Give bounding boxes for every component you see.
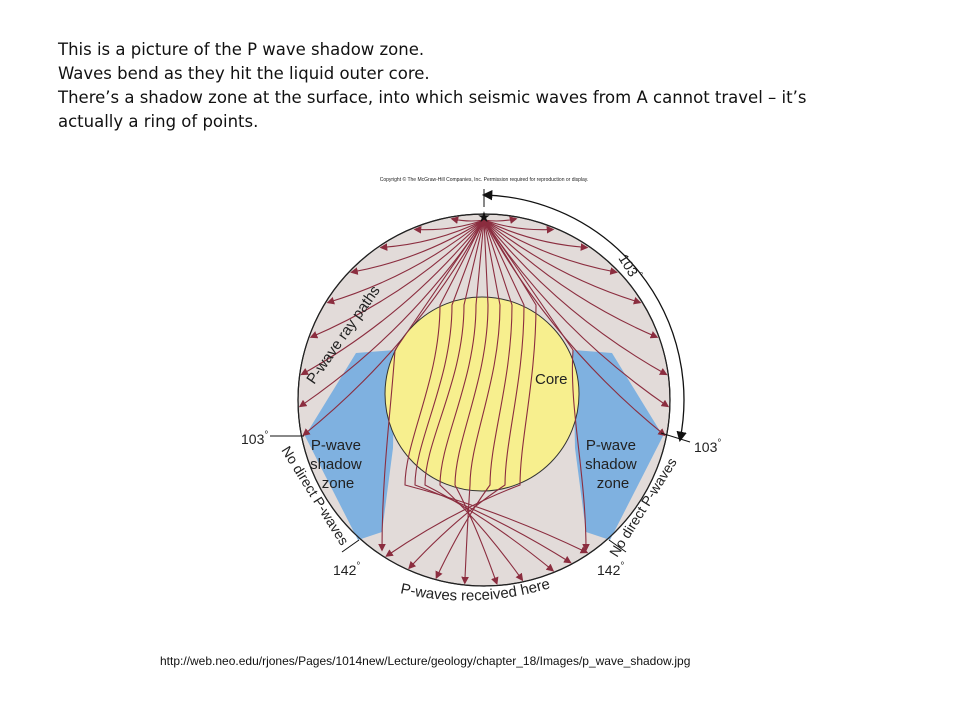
ray-path — [378, 219, 485, 552]
ray-path — [300, 219, 485, 376]
ray-path — [414, 219, 572, 564]
angle-label-142-right: 142° — [597, 561, 624, 578]
ray-path — [413, 219, 485, 234]
copyright-notice: Copyright © The McGraw-Hill Companies, I… — [380, 176, 589, 183]
ray-path — [379, 219, 485, 251]
ray-path — [439, 219, 524, 582]
caption-line-3: There’s a shadow zone at the surface, in… — [58, 88, 807, 107]
shadow-zone-label-right: P-wave shadow zone — [585, 437, 641, 492]
angle-tick-right — [660, 432, 691, 443]
ray-path — [424, 219, 555, 572]
angle-tick-142-left — [341, 539, 360, 553]
angle-tick-142-right — [608, 539, 627, 553]
angle-label-142-left: 142° — [333, 561, 360, 578]
ray-path — [404, 219, 589, 554]
epicenter-star-icon: ★ — [477, 209, 490, 226]
angle-label-right: 103° — [694, 438, 721, 455]
caption-line-2: Waves bend as they hit the liquid outer … — [58, 64, 430, 83]
angle-arc-103 — [481, 190, 687, 443]
caption-line-1: This is a picture of the P wave shadow z… — [58, 40, 425, 59]
ray-path — [326, 219, 485, 305]
slide-caption: This is a picture of the P wave shadow z… — [58, 38, 918, 134]
core-label: Core — [535, 371, 568, 388]
ray-path — [350, 219, 485, 275]
outer-core — [384, 296, 580, 492]
angle-label-left: 103° — [241, 430, 268, 447]
source-url: http://web.neo.edu/rjones/Pages/1014new/… — [160, 654, 691, 668]
shadow-zone-left — [305, 350, 395, 540]
shadow-zone-label-left: P-wave shadow zone — [310, 437, 366, 492]
ray-path — [309, 219, 485, 339]
caption-line-4: actually a ring of points. — [58, 112, 259, 131]
